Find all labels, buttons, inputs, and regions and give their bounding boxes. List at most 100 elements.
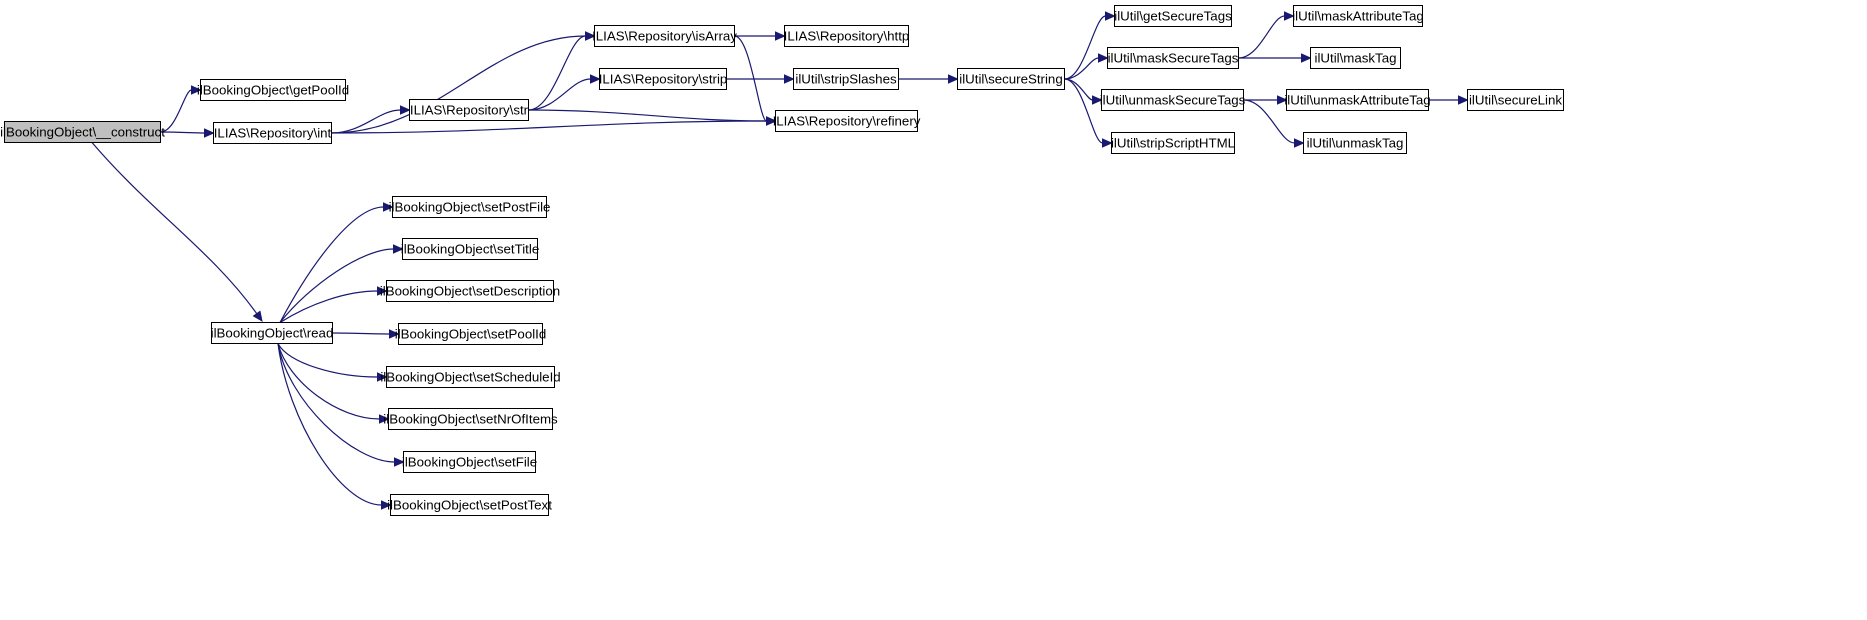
node-secure-string[interactable]: ilUtil\secureString [957,68,1065,90]
node-http[interactable]: ILIAS\Repository\http [784,25,910,47]
node-box [1286,89,1429,111]
arrowhead [381,500,392,510]
node-int[interactable]: ILIAS\Repository\int [213,122,332,144]
edge-read-to-set-pool-id [332,332,390,335]
node-label: ilUtil\unmaskAttributeTag [1284,93,1430,108]
edge-read-to-set-post-text [277,343,382,506]
node-label: ILIAS\Repository\str [410,103,529,118]
node-box [594,25,735,47]
arrowhead [784,74,795,84]
arrowhead [393,244,404,254]
node-box [388,408,553,430]
node-label: ilUtil\maskTag [1314,51,1396,66]
edge-read-to-set-file [277,343,395,463]
node-label: ilUtil\secureString [959,72,1062,87]
node-set-pool-id[interactable]: ilBookingObject\setPoolId [395,323,547,345]
node-label: ILIAS\Repository\strip [599,72,728,87]
node-box [200,79,346,101]
node-strip[interactable]: ILIAS\Repository\strip [599,68,728,90]
node-strip-slashes[interactable]: ilUtil\stripSlashes [793,68,899,90]
node-box [398,323,543,345]
node-label: ilBookingObject\setPostText [387,498,552,513]
node-label: ilUtil\unmaskTag [1307,136,1404,151]
node-refinery[interactable]: ILIAS\Repository\refinery [773,110,921,132]
edge-read-to-set-title [279,248,394,323]
node-box [409,99,529,121]
node-set-description[interactable]: ilBookingObject\setDescription [380,280,560,302]
node-set-post-file[interactable]: ilBookingObject\setPostFile [389,196,551,218]
node-unmask-secure-tags[interactable]: ilUtil\unmaskSecureTags [1100,89,1246,111]
node-label: ilBookingObject\read [211,326,334,341]
node-label: ilBookingObject\setTitle [401,242,539,257]
node-box [957,68,1065,90]
arrowhead [585,31,596,41]
node-box [793,68,899,90]
node-box [211,322,333,344]
node-strip-script-html[interactable]: ilUtil\stripScriptHTML [1111,132,1235,154]
node-set-post-text[interactable]: ilBookingObject\setPostText [387,494,552,516]
node-label: ilUtil\secureLink [1469,93,1562,108]
arrowhead [204,128,215,138]
node-box [1303,132,1407,154]
edge-secure-string-to-get-secure-tags [1064,15,1106,80]
node-box [392,196,547,218]
node-is-array[interactable]: ILIAS\Repository\isArray [592,25,737,47]
node-layer: ilBookingObject\__construct ilBookingObje… [0,5,1564,516]
arrowhead [1102,138,1113,148]
node-label: ilUtil\stripSlashes [795,72,897,87]
arrowhead [394,457,405,467]
edge-construct-to-int [160,131,205,134]
edge-read-to-set-post-file [279,206,384,323]
node-label: ILIAS\Repository\isArray [592,29,737,44]
node-label: ilUtil\stripScriptHTML [1111,136,1235,151]
node-secure-link[interactable]: ilUtil\secureLink [1467,89,1564,111]
edge-str-to-refinery [528,109,767,122]
node-set-title[interactable]: ilBookingObject\setTitle [401,238,539,260]
arrowhead [377,286,388,296]
arrowhead [377,372,388,382]
node-box [1107,47,1239,69]
node-mask-attribute-tag[interactable]: ilUtil\maskAttributeTag [1292,5,1424,27]
node-box [1101,89,1244,111]
node-read[interactable]: ilBookingObject\read [211,322,334,344]
node-mask-secure-tags[interactable]: ilUtil\maskSecureTags [1107,47,1239,69]
node-box [1111,132,1235,154]
edge-read-to-set-schedule-id [277,343,378,378]
edge-str-to-is-array [528,35,586,111]
node-label: ilBookingObject\setPostFile [389,200,551,215]
edge-secure-string-to-strip-script-html [1064,78,1103,144]
node-label: ilUtil\maskAttributeTag [1292,9,1424,24]
node-box [386,366,555,388]
node-get-pool-id[interactable]: ilBookingObject\getPoolId [197,79,349,101]
node-construct[interactable]: ilBookingObject\__construct [0,121,165,143]
node-label: ilUtil\getSecureTags [1114,9,1232,24]
node-set-file[interactable]: ilBookingObject\setFile [402,451,537,473]
arrowhead [389,329,400,339]
node-label: ilUtil\unmaskSecureTags [1100,93,1246,108]
node-mask-tag[interactable]: ilUtil\maskTag [1310,47,1401,69]
node-unmask-attribute-tag[interactable]: ilUtil\unmaskAttributeTag [1284,89,1431,111]
edge-int-to-refinery [331,120,767,134]
arrowhead [1301,53,1312,63]
node-str[interactable]: ILIAS\Repository\str [409,99,529,121]
node-box [1293,5,1423,27]
node-get-secure-tags[interactable]: ilUtil\getSecureTags [1114,5,1232,27]
arrowhead [252,310,263,323]
edge-read-to-set-nr-of-items [277,343,380,420]
arrowhead [775,31,786,41]
edge-int-to-str [331,109,401,134]
edge-mask-secure-tags-to-mask-attribute-tag [1238,15,1285,59]
edge-str-to-strip [528,78,591,111]
node-unmask-tag[interactable]: ilUtil\unmaskTag [1303,132,1407,154]
node-set-nr-of-items[interactable]: ilBookingObject\setNrOfItems [383,408,558,430]
node-box [1310,47,1401,69]
node-label: ilBookingObject\setPoolId [395,327,547,342]
node-set-schedule-id[interactable]: ilBookingObject\setScheduleId [380,366,561,388]
edge-secure-string-to-mask-secure-tags [1064,57,1099,80]
arrowhead [1284,11,1295,21]
node-box [386,280,554,302]
arrowhead [948,74,959,84]
node-box [599,68,727,90]
edge-int-to-is-array [331,35,586,134]
